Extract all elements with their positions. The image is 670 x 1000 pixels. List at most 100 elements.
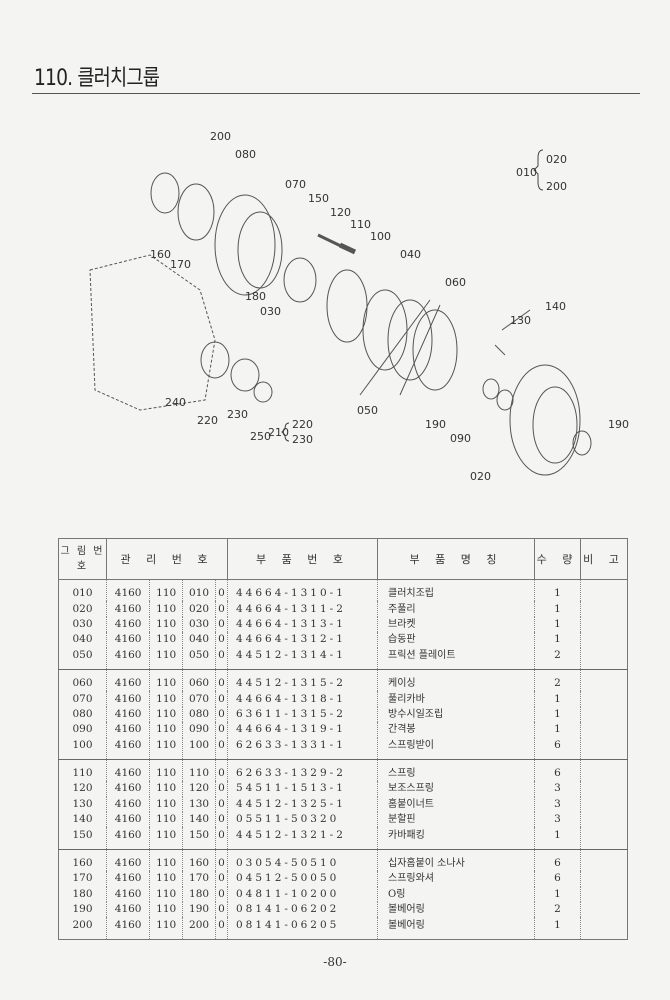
callout: 050 xyxy=(357,404,378,417)
mgmt-b-cell: 110 xyxy=(149,902,183,918)
mgmt-c-cell: 160 xyxy=(182,848,216,872)
mgmt-c-cell: 010 xyxy=(182,579,216,602)
callout: 180 xyxy=(245,290,266,303)
fig-no-cell: 030 xyxy=(72,617,93,630)
mgmt-b-cell: 110 xyxy=(149,579,183,602)
mgmt-d-cell: 0 xyxy=(214,848,228,872)
part-name-cell: 클러치조립 xyxy=(377,579,535,602)
sliding-plate-040 xyxy=(326,269,368,343)
part-220 xyxy=(230,358,260,392)
bearing-190b xyxy=(572,430,592,456)
part-name-cell: 습동판 xyxy=(377,632,535,648)
quantity-cell: 3 xyxy=(534,796,581,813)
callout: 020 xyxy=(546,153,567,166)
quantity-cell: 1 xyxy=(534,601,581,617)
remarks-cell xyxy=(580,827,628,850)
quantity-cell: 1 xyxy=(534,579,581,602)
header-mgmt-no: 관 리 번 호 xyxy=(106,538,228,580)
mgmt-d-cell: 0 xyxy=(214,616,228,633)
page-title: 110. 클러치그룹 xyxy=(34,66,160,91)
mgmt-a-cell: 4160 xyxy=(105,886,150,903)
mgmt-b-cell: 110 xyxy=(149,886,183,903)
fig-no-cell: 020 xyxy=(72,602,93,615)
part-number-cell: 44664-1318-1 xyxy=(227,691,378,707)
callout: 090 xyxy=(450,432,471,445)
mgmt-d-cell: 0 xyxy=(214,632,228,648)
remarks-cell xyxy=(580,848,628,872)
mgmt-a-cell: 4160 xyxy=(105,647,150,670)
mgmt-a-cell: 4160 xyxy=(105,848,150,872)
remarks-cell xyxy=(580,691,628,707)
mgmt-a-cell: 4160 xyxy=(105,737,150,760)
remarks-cell xyxy=(580,871,628,887)
callout: 160 xyxy=(150,248,171,261)
remarks-cell xyxy=(580,812,628,828)
callout: 030 xyxy=(260,305,281,318)
spring-seat-100 xyxy=(338,242,357,255)
mgmt-d-cell: 0 xyxy=(214,668,228,692)
mgmt-c-cell: 110 xyxy=(182,758,216,782)
part-number-cell: 08141-06202 xyxy=(227,902,378,918)
part-number-cell: 44664-1319-1 xyxy=(227,722,378,738)
mgmt-a-cell: 4160 xyxy=(105,706,150,723)
mgmt-d-cell: 0 xyxy=(214,758,228,782)
callout: 240 xyxy=(165,396,186,409)
part-number-cell: 44664-1313-1 xyxy=(227,616,378,633)
mgmt-a-cell: 4160 xyxy=(105,668,150,692)
fig-no-cell: 110 xyxy=(58,758,107,782)
remarks-cell xyxy=(580,579,628,602)
remarks-cell xyxy=(580,601,628,617)
spacer-090 xyxy=(496,389,514,411)
casing-060 xyxy=(412,309,458,391)
callout: 220 xyxy=(197,414,218,427)
callout: 070 xyxy=(285,178,306,191)
fig-no-cell: 130 xyxy=(72,797,93,810)
mgmt-c-cell: 180 xyxy=(182,886,216,903)
part-name-cell: 케이싱 xyxy=(377,668,535,692)
seal-200 xyxy=(150,172,180,214)
fig-no-cell: 140 xyxy=(72,813,93,826)
mgmt-a-cell: 4160 xyxy=(105,871,150,887)
fig-no-cell: 190 xyxy=(72,903,93,916)
mgmt-d-cell: 0 xyxy=(214,691,228,707)
callout: 010 xyxy=(516,166,537,179)
page-number: -80- xyxy=(323,955,347,969)
callout: 080 xyxy=(235,148,256,161)
brace-icon xyxy=(281,149,544,442)
remarks-cell xyxy=(580,668,628,692)
part-number-cell: 44664-1312-1 xyxy=(227,632,378,648)
nut-130 xyxy=(494,309,531,356)
quantity-cell: 1 xyxy=(534,722,581,738)
part-number-cell: 44664-1310-1 xyxy=(227,579,378,602)
remarks-cell xyxy=(580,781,628,797)
part-name-cell: 십자홈붙이 소나사 xyxy=(377,848,535,872)
mgmt-c-cell: 100 xyxy=(182,737,216,760)
seal-080 xyxy=(177,183,215,241)
main-pulley-020 xyxy=(509,364,581,476)
part-name-cell: 홈붙이너트 xyxy=(377,796,535,813)
fig-no-cell: 180 xyxy=(72,887,93,900)
quantity-cell: 1 xyxy=(534,827,581,850)
quantity-cell: 2 xyxy=(534,647,581,670)
mgmt-a-cell: 4160 xyxy=(105,691,150,707)
part-name-cell: 스프링와셔 xyxy=(377,871,535,887)
quantity-cell: 1 xyxy=(534,917,581,940)
header-fig-no: 그 림 번 호 xyxy=(58,538,107,580)
mgmt-b-cell: 110 xyxy=(149,796,183,813)
callout: 100 xyxy=(370,230,391,243)
fig-no-cell: 050 xyxy=(72,648,93,661)
mgmt-b-cell: 110 xyxy=(149,848,183,872)
mgmt-a-cell: 4160 xyxy=(105,758,150,782)
mgmt-b-cell: 110 xyxy=(149,601,183,617)
header-part-no: 부 품 번 호 xyxy=(227,538,378,580)
callout: 200 xyxy=(546,180,567,193)
header-remarks: 비 고 xyxy=(580,538,628,580)
